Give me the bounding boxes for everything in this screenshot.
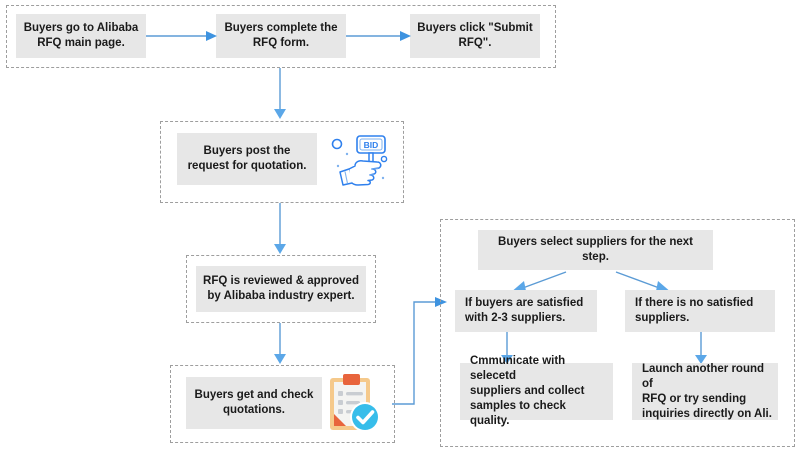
node-step6[interactable]: Buyers get and check quotations. [186, 377, 322, 429]
arrow-step1-step2 [146, 31, 217, 41]
arrow-branch-no-outcome-no [695, 332, 707, 364]
node-outcome-no-label: Launch another round of RFQ or try sendi… [642, 362, 772, 420]
node-step1-label: Buyers go to Alibaba RFQ main page. [23, 22, 139, 49]
arrow-step6group-selection-group [392, 297, 447, 405]
node-branch-yes[interactable]: If buyers are satisfied with 2-3 supplie… [455, 290, 597, 332]
node-step5[interactable]: RFQ is reviewed & approved by Alibaba in… [196, 266, 366, 312]
node-step3[interactable]: Buyers click "Submit RFQ". [410, 14, 540, 58]
bid-paddle-icon: BID [328, 128, 390, 190]
node-step1[interactable]: Buyers go to Alibaba RFQ main page. [16, 14, 146, 58]
node-step4[interactable]: Buyers post the request for quotation. [177, 133, 317, 185]
submit-rfq-group [6, 5, 556, 68]
node-outcome-yes-label: Cmmunicate with selecetd suppliers and c… [470, 355, 585, 427]
node-step7-label: Buyers select suppliers for the next ste… [498, 236, 693, 263]
arrow-branch-yes-outcome-yes [501, 332, 513, 364]
arrow-step3group-step4group [274, 68, 286, 119]
node-step2-label: Buyers complete the RFQ form. [224, 22, 338, 49]
arrow-step5group-step6group [274, 323, 286, 364]
node-step2[interactable]: Buyers complete the RFQ form. [216, 14, 346, 58]
node-step3-label: Buyers click "Submit RFQ". [417, 22, 533, 49]
node-outcome-yes[interactable]: Cmmunicate with selecetd suppliers and c… [460, 355, 613, 427]
node-step7[interactable]: Buyers select suppliers for the next ste… [478, 230, 713, 270]
supplier-selection-group [440, 219, 795, 447]
node-step4-label: Buyers post the request for quotation. [187, 145, 307, 172]
node-branch-no-label: If there is no satisfied suppliers. [635, 297, 754, 324]
arrow-step4group-step5group [274, 203, 286, 254]
svg-text:BID: BID [364, 140, 379, 150]
arrow-step2-step3 [346, 31, 411, 41]
post-request-group [160, 121, 404, 203]
node-branch-yes-label: If buyers are satisfied with 2-3 supplie… [465, 297, 584, 324]
node-branch-no[interactable]: If there is no satisfied suppliers. [625, 290, 775, 332]
clipboard-check-icon [322, 372, 382, 434]
node-step5-label: RFQ is reviewed & approved by Alibaba in… [203, 275, 359, 302]
node-step6-label: Buyers get and check quotations. [194, 389, 314, 416]
review-group [186, 255, 376, 323]
node-outcome-no[interactable]: Launch another round of RFQ or try sendi… [632, 363, 778, 420]
